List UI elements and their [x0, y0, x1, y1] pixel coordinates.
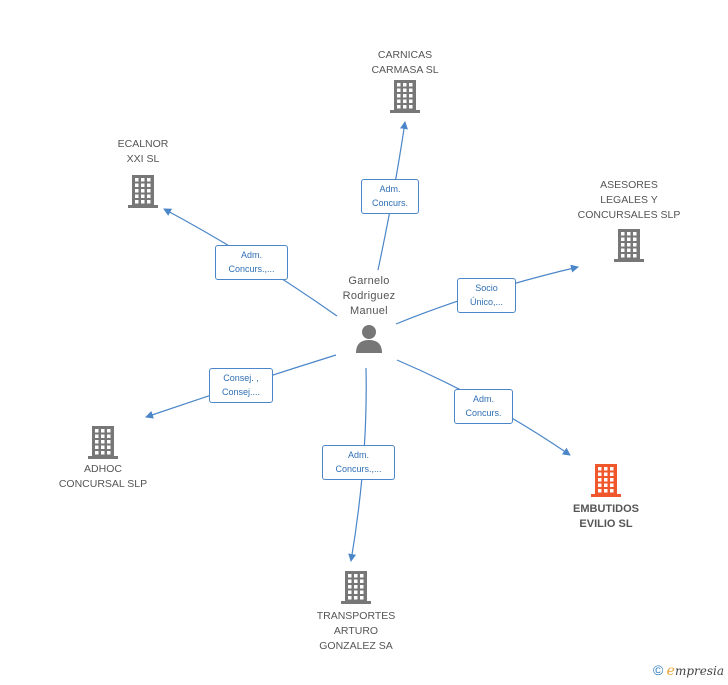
relation-label-ecalnor[interactable]: Adm. Concurs.,...	[215, 245, 288, 280]
company-node-embutidos[interactable]: EMBUTIDOS EVILIO SL	[556, 462, 656, 532]
building-icon	[614, 229, 644, 262]
company-node-asesores[interactable]: ASESORES LEGALES Y CONCURSALES SLP	[569, 178, 689, 263]
company-label-asesores: ASESORES LEGALES Y CONCURSALES SLP	[577, 179, 681, 221]
relation-label-transportes[interactable]: Adm. Concurs.,...	[322, 445, 395, 480]
brand-logo-rest: mpresia	[674, 664, 724, 678]
relation-label-carnicas[interactable]: Adm. Concurs.	[361, 179, 419, 214]
building-icon	[341, 571, 371, 604]
building-icon	[390, 80, 420, 113]
building-icon	[591, 464, 621, 497]
relation-label-asesores[interactable]: Socio Único,...	[457, 278, 516, 313]
center-person[interactable]: Garnelo Rodriguez Manuel	[324, 274, 414, 353]
company-label-embutidos: EMBUTIDOS EVILIO SL	[573, 503, 639, 530]
brand-footer: © empresia	[653, 662, 724, 679]
company-label-transportes: TRANSPORTES ARTURO GONZALEZ SA	[316, 610, 396, 652]
brand-logo-first-letter: e	[666, 663, 675, 679]
company-node-carnicas[interactable]: CARNICAS CARMASA SL	[355, 48, 455, 114]
center-person-label: Garnelo Rodriguez Manuel	[342, 275, 396, 317]
company-label-carnicas: CARNICAS CARMASA SL	[371, 49, 439, 76]
building-icon	[128, 175, 158, 208]
company-node-adhoc[interactable]: ADHOC CONCURSAL SLP	[43, 424, 163, 492]
copyright-symbol: ©	[652, 662, 664, 678]
company-node-ecalnor[interactable]: ECALNOR XXI SL	[93, 137, 193, 209]
company-node-transportes[interactable]: TRANSPORTES ARTURO GONZALEZ SA	[296, 569, 416, 654]
building-icon	[88, 426, 118, 459]
person-icon	[356, 325, 382, 353]
relation-label-embutidos[interactable]: Adm. Concurs.	[454, 389, 513, 424]
company-label-adhoc: ADHOC CONCURSAL SLP	[58, 463, 148, 490]
relation-label-adhoc[interactable]: Consej. , Consej....	[209, 368, 273, 403]
company-label-ecalnor: ECALNOR XXI SL	[117, 138, 169, 165]
